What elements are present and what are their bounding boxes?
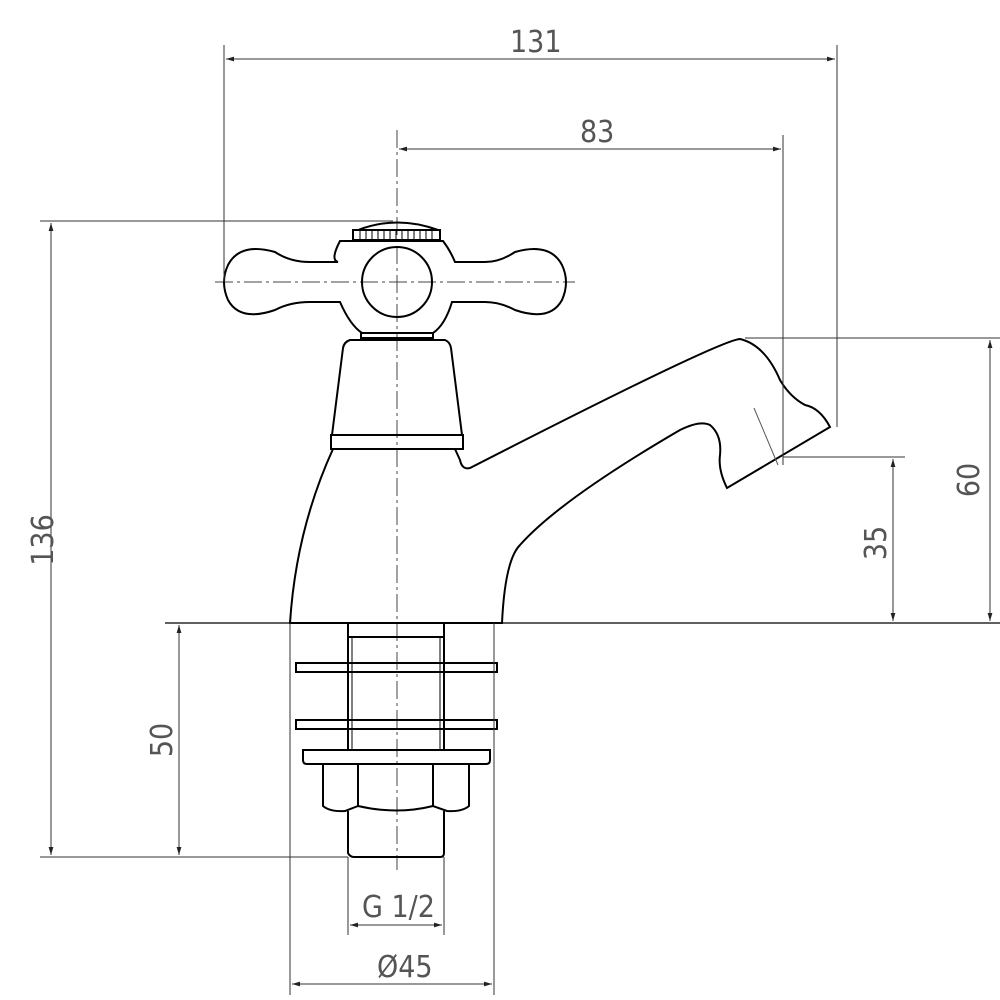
dim-outlet-height: 35 <box>859 525 895 561</box>
dim-overall-width: 131 <box>510 25 562 60</box>
dim-thread: G 1/2 <box>362 890 435 925</box>
dim-shank-length: 50 <box>145 722 181 758</box>
dim-overall-height: 136 <box>25 514 61 566</box>
dimension-lines <box>40 45 1000 995</box>
dim-spout-height: 60 <box>952 462 988 498</box>
tap-body <box>165 221 1000 858</box>
dim-spout-reach: 83 <box>580 115 615 150</box>
centerlines <box>215 130 575 870</box>
dim-base-diameter: Ø45 <box>377 950 433 985</box>
